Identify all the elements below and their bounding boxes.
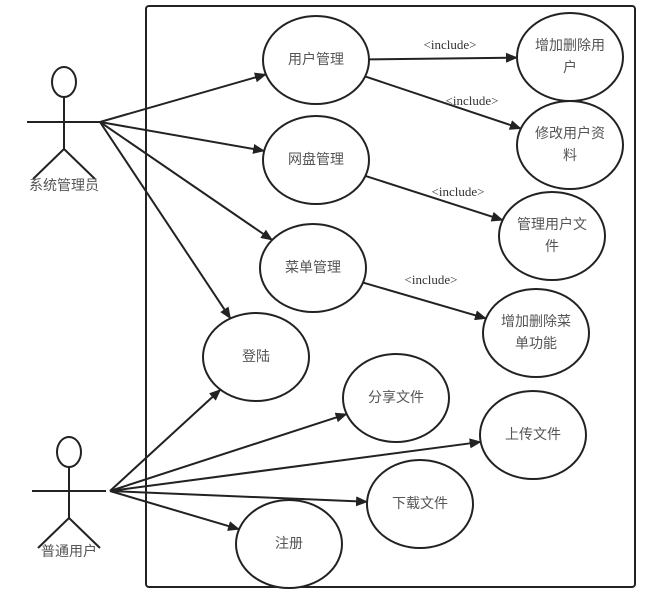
association-user-upload [109, 438, 482, 492]
actor-label: 系统管理员 [29, 178, 99, 194]
association-admin-user_mgmt [99, 72, 267, 123]
use-case-label: 用户管理 [288, 51, 344, 68]
association-user-login [109, 388, 222, 492]
actor-head [56, 436, 82, 468]
use-case-ellipse [498, 191, 606, 281]
use-case-label: 上传文件 [505, 427, 561, 443]
use-case-label: 登陆 [242, 349, 270, 365]
use-case-user-mgmt[interactable]: 用户管理 [262, 15, 370, 105]
use-case-ellipse [366, 459, 474, 549]
system-boundary [145, 5, 636, 588]
actor-leg [63, 148, 96, 180]
use-case-label: 户 [563, 59, 577, 76]
use-case-ellipse [259, 223, 367, 313]
use-case-label: 下载文件 [392, 496, 448, 512]
actor-label: 普通用户 [41, 543, 97, 560]
association-admin-login [99, 121, 232, 320]
use-case-label: 增加删除菜 [501, 314, 571, 330]
use-case-label: 注册 [275, 536, 303, 552]
association-admin-menu_mgmt [99, 121, 273, 241]
use-case-label: 增加删除用 [535, 38, 605, 54]
use-case-label: 管理用户文 [517, 216, 587, 233]
use-case-share[interactable]: 分享文件 [342, 353, 450, 443]
use-case-ellipse [479, 390, 587, 480]
use-case-label: 单功能 [515, 336, 557, 352]
use-case-ellipse [482, 288, 590, 378]
use-case-label: 网盘管理 [288, 151, 344, 168]
use-case-ellipse [202, 312, 310, 402]
use-case-ellipse [516, 100, 624, 190]
use-case-ellipse [262, 15, 370, 105]
use-case-ellipse [516, 12, 624, 102]
use-case-label: 菜单管理 [285, 260, 341, 276]
use-case-login[interactable]: 登陆 [202, 312, 310, 402]
actor-leg [37, 517, 70, 549]
include-arrow-user_mgmt-edit_user [364, 75, 522, 130]
use-case-label: 件 [545, 239, 559, 255]
use-case-label: 料 [563, 148, 577, 164]
actor-leg [68, 517, 101, 549]
include-label: <include> [446, 93, 499, 108]
use-case-label: 修改用户资 [535, 125, 605, 142]
actor-leg [32, 148, 65, 180]
include-label: <include> [405, 272, 458, 287]
include-arrow-disk_mgmt-manage_files [365, 174, 504, 222]
include-arrow-user_mgmt-add_del_user [368, 52, 519, 63]
association-user-register [109, 490, 241, 531]
use-case-ellipse [342, 353, 450, 443]
use-case-upload[interactable]: 上传文件 [479, 390, 587, 480]
use-case-menu-mgmt[interactable]: 菜单管理 [259, 223, 367, 313]
association-admin-disk_mgmt [99, 121, 266, 154]
include-label: <include> [432, 184, 485, 199]
use-case-disk-mgmt[interactable]: 网盘管理 [262, 115, 370, 205]
include-arrow-menu_mgmt-add_del_menu [362, 281, 487, 321]
actor-user[interactable]: 普通用户 [32, 436, 106, 560]
use-case-register[interactable]: 注册 [235, 499, 343, 589]
association-user-download [109, 490, 369, 507]
actor-admin[interactable]: 系统管理员 [27, 66, 101, 194]
include-label: <include> [424, 37, 477, 52]
use-case-ellipse [262, 115, 370, 205]
use-case-ellipse [235, 499, 343, 589]
actor-head [51, 66, 77, 98]
use-case-download[interactable]: 下载文件 [366, 459, 474, 549]
association-user-share [109, 412, 348, 492]
use-case-label: 分享文件 [368, 389, 424, 406]
